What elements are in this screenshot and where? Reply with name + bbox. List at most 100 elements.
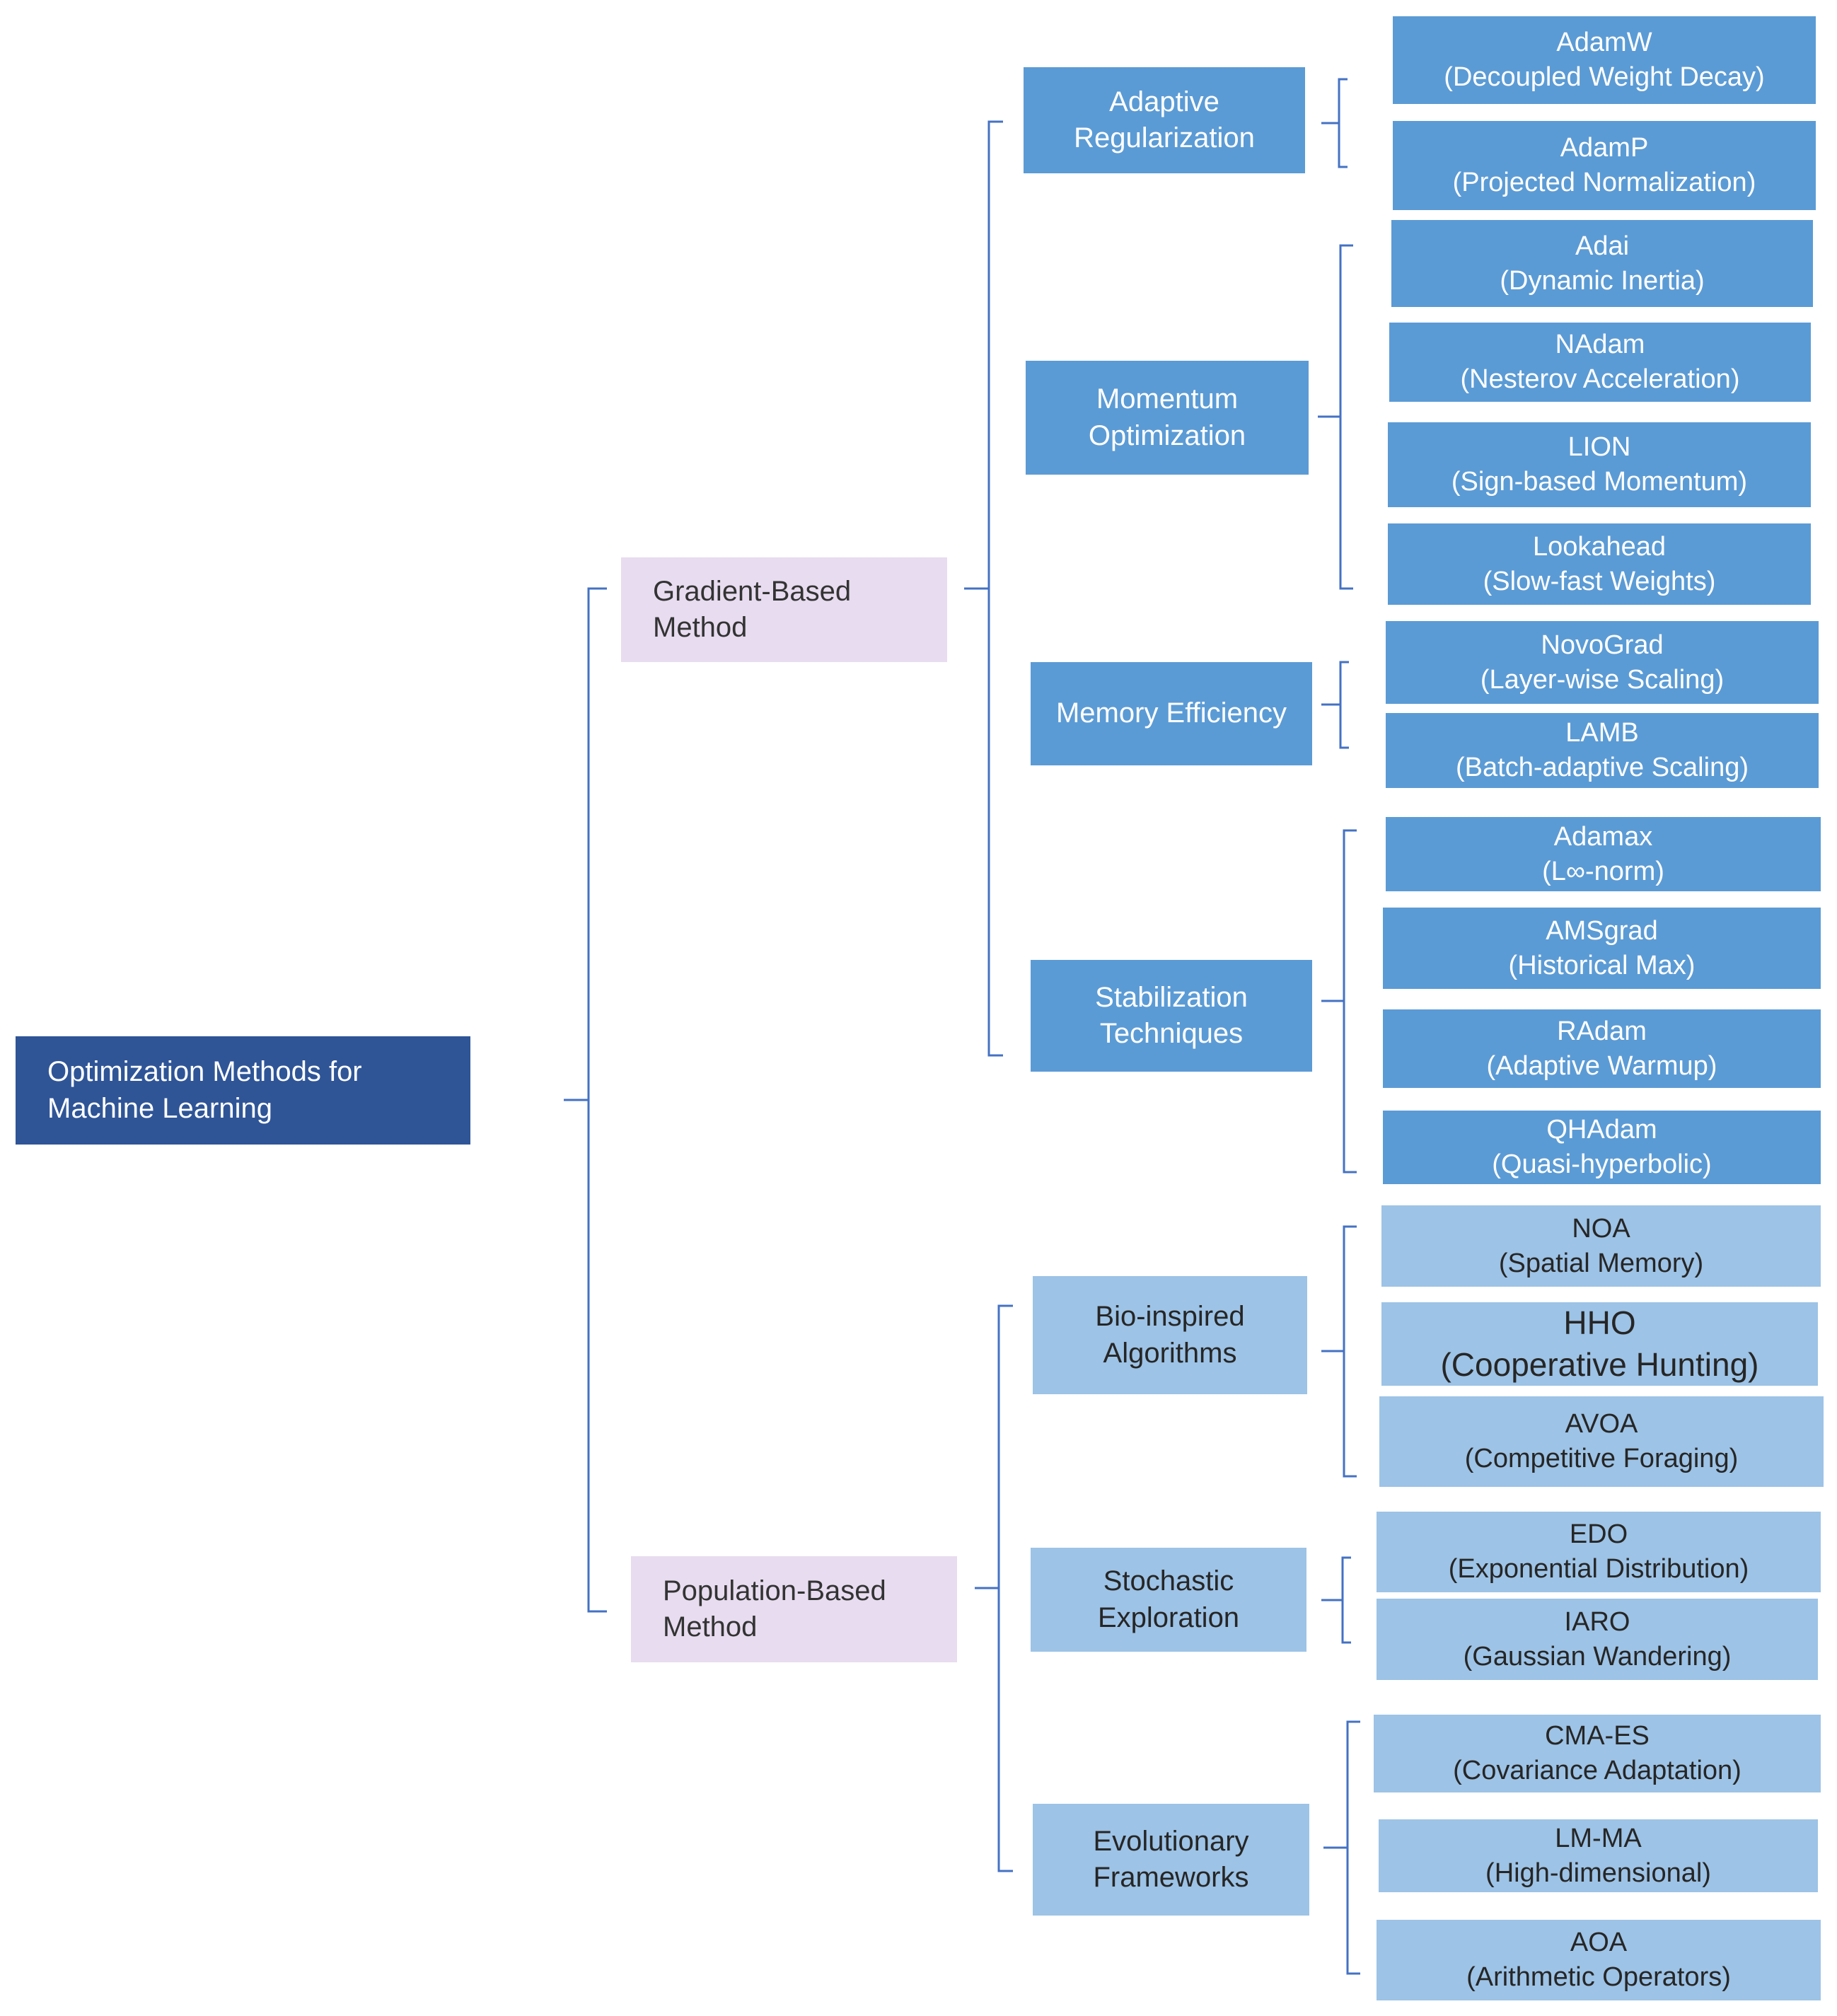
- leaf-name: LAMB: [1565, 718, 1639, 748]
- leaf-detail: (Layer-wise Scaling): [1480, 664, 1725, 695]
- leaf-detail: (Nesterov Acceleration): [1460, 364, 1740, 394]
- subcategory-label-line-2: Optimization: [1088, 419, 1246, 451]
- leaf-lion: LION (Sign-based Momentum): [1388, 422, 1811, 507]
- leaf-detail: (High-dimensional): [1485, 1858, 1711, 1888]
- category-label-line-2: Method: [663, 1611, 758, 1643]
- subcategory-label-line-1: Memory Efficiency: [1055, 697, 1287, 729]
- leaf-name: NOA: [1572, 1213, 1630, 1244]
- population-bracket: [997, 1304, 1013, 1872]
- root-node: Optimization Methods for Machine Learnin…: [16, 1036, 470, 1145]
- leaf-name: Adai: [1575, 231, 1630, 261]
- leaf-lm-ma: LM-MA (High-dimensional): [1379, 1819, 1818, 1892]
- subcategory-label-line-2: Regularization: [1074, 122, 1255, 153]
- leaf-detail: (Slow-fast Weights): [1483, 566, 1716, 596]
- bio-bracket: [1343, 1225, 1357, 1478]
- subcategory-label-line-1: Adaptive: [1109, 86, 1219, 117]
- category-label-line-1: Population-Based: [663, 1575, 886, 1606]
- leaf-iaro: IARO (Gaussian Wandering): [1377, 1599, 1818, 1680]
- leaf-noa: NOA (Spatial Memory): [1381, 1205, 1821, 1287]
- leaf-name: AVOA: [1565, 1409, 1638, 1439]
- category-label-line-2: Method: [653, 612, 748, 643]
- subcategory-label-line-1: Stochastic: [1103, 1565, 1234, 1597]
- leaf-name: Lookahead: [1532, 531, 1667, 562]
- momentum-bracket: [1339, 244, 1353, 590]
- subcategory-momentum-optimization: Momentum Optimization: [1026, 361, 1309, 475]
- root-bracket: [587, 587, 607, 1613]
- leaf-hho: HHO (Cooperative Hunting): [1381, 1302, 1818, 1386]
- gradient-bracket: [987, 120, 1003, 1057]
- leaf-detail: (Sign-based Momentum): [1451, 467, 1748, 497]
- subcategory-memory-efficiency: Memory Efficiency: [1031, 662, 1312, 765]
- leaf-detail: (Adaptive Warmup): [1486, 1050, 1717, 1081]
- leaf-adai: Adai (Dynamic Inertia): [1391, 220, 1813, 307]
- stochastic-bracket: [1341, 1556, 1351, 1644]
- leaf-novograd: NovoGrad (Layer-wise Scaling): [1386, 621, 1819, 704]
- leaf-name: AMSgrad: [1546, 915, 1658, 946]
- leaf-name: HHO: [1563, 1304, 1636, 1342]
- leaf-name: AdamP: [1560, 133, 1649, 163]
- subcategory-evolutionary-frameworks: Evolutionary Frameworks: [1033, 1804, 1309, 1916]
- leaf-detail: (Competitive Foraging): [1464, 1444, 1739, 1473]
- leaf-detail: (Gaussian Wandering): [1463, 1641, 1732, 1672]
- evolutionary-bracket: [1346, 1720, 1360, 1975]
- subcategory-stabilization-techniques: Stabilization Techniques: [1031, 960, 1312, 1072]
- memory-bracket: [1339, 661, 1349, 749]
- subcategory-label-line-2: Techniques: [1099, 1018, 1244, 1049]
- leaf-detail: (Arithmetic Operators): [1466, 1962, 1731, 1992]
- subcategory-label-line-1: Momentum: [1096, 383, 1239, 415]
- leaf-detail: (Projected Normalization): [1452, 168, 1756, 197]
- subcategory-stochastic-exploration: Stochastic Exploration: [1031, 1548, 1306, 1652]
- leaf-adamax: Adamax (L∞-norm): [1386, 817, 1821, 891]
- category-population-based: Population-Based Method: [631, 1556, 957, 1662]
- leaf-adamp: AdamP (Projected Normalization): [1393, 121, 1816, 210]
- adaptive-reg-bracket: [1338, 78, 1348, 168]
- leaf-lookahead: Lookahead (Slow-fast Weights): [1388, 523, 1811, 605]
- leaf-lamb: LAMB (Batch-adaptive Scaling): [1386, 713, 1819, 788]
- leaf-name: CMA-ES: [1545, 1721, 1650, 1751]
- subcategory-label-line-2: Exploration: [1097, 1601, 1240, 1633]
- subcategory-label-line-2: Algorithms: [1103, 1337, 1237, 1369]
- subcategory-label-line-1: Stabilization: [1095, 981, 1248, 1013]
- leaf-edo: EDO (Exponential Distribution): [1377, 1512, 1821, 1592]
- leaf-name: LM-MA: [1555, 1823, 1642, 1853]
- leaf-adamw: AdamW (Decoupled Weight Decay): [1393, 16, 1816, 104]
- category-label-line-1: Gradient-Based: [653, 575, 852, 607]
- leaf-name: NAdam: [1555, 330, 1645, 360]
- root-label-line-1: Optimization Methods for: [47, 1056, 362, 1088]
- subcategory-adaptive-regularization: Adaptive Regularization: [1024, 67, 1305, 173]
- subcategory-bio-inspired: Bio-inspired Algorithms: [1033, 1276, 1307, 1394]
- leaf-name: AdamW: [1556, 28, 1652, 58]
- leaf-detail: (Exponential Distribution): [1448, 1554, 1749, 1584]
- leaf-cma-es: CMA-ES (Covariance Adaptation): [1374, 1715, 1821, 1792]
- subcategory-label-line-1: Evolutionary: [1093, 1825, 1249, 1857]
- leaf-aoa: AOA (Arithmetic Operators): [1377, 1920, 1821, 2000]
- leaf-detail: (Historical Max): [1508, 950, 1696, 980]
- stabilization-bracket: [1343, 829, 1357, 1174]
- leaf-name: AOA: [1570, 1928, 1628, 1958]
- leaf-name: RAdam: [1557, 1016, 1647, 1046]
- leaf-nadam: NAdam (Nesterov Acceleration): [1389, 323, 1811, 402]
- leaf-name: QHAdam: [1546, 1115, 1657, 1145]
- leaf-name: IARO: [1564, 1606, 1630, 1637]
- leaf-name: Adamax: [1553, 821, 1653, 852]
- leaf-name: NovoGrad: [1541, 630, 1664, 660]
- leaf-detail: (Batch-adaptive Scaling): [1456, 753, 1749, 782]
- leaf-avoa: AVOA (Competitive Foraging): [1379, 1396, 1824, 1487]
- leaf-detail: (Quasi-hyperbolic): [1492, 1149, 1712, 1179]
- leaf-qhadam: QHAdam (Quasi-hyperbolic): [1383, 1111, 1821, 1184]
- leaf-detail: (Cooperative Hunting): [1440, 1346, 1759, 1383]
- subcategory-label-line-1: Bio-inspired: [1095, 1301, 1245, 1333]
- leaf-radam: RAdam (Adaptive Warmup): [1383, 1009, 1821, 1088]
- leaf-amsgrad: AMSgrad (Historical Max): [1383, 908, 1821, 989]
- leaf-name: LION: [1567, 432, 1631, 463]
- category-gradient-based: Gradient-Based Method: [621, 557, 947, 662]
- leaf-detail: (Spatial Memory): [1498, 1248, 1704, 1278]
- subcategory-label-line-2: Frameworks: [1093, 1862, 1249, 1893]
- leaf-detail: (L∞-norm): [1542, 856, 1664, 886]
- leaf-detail: (Dynamic Inertia): [1500, 265, 1705, 296]
- leaf-detail: (Decoupled Weight Decay): [1444, 62, 1765, 92]
- leaf-detail: (Covariance Adaptation): [1453, 1756, 1742, 1785]
- leaf-name: EDO: [1569, 1519, 1628, 1550]
